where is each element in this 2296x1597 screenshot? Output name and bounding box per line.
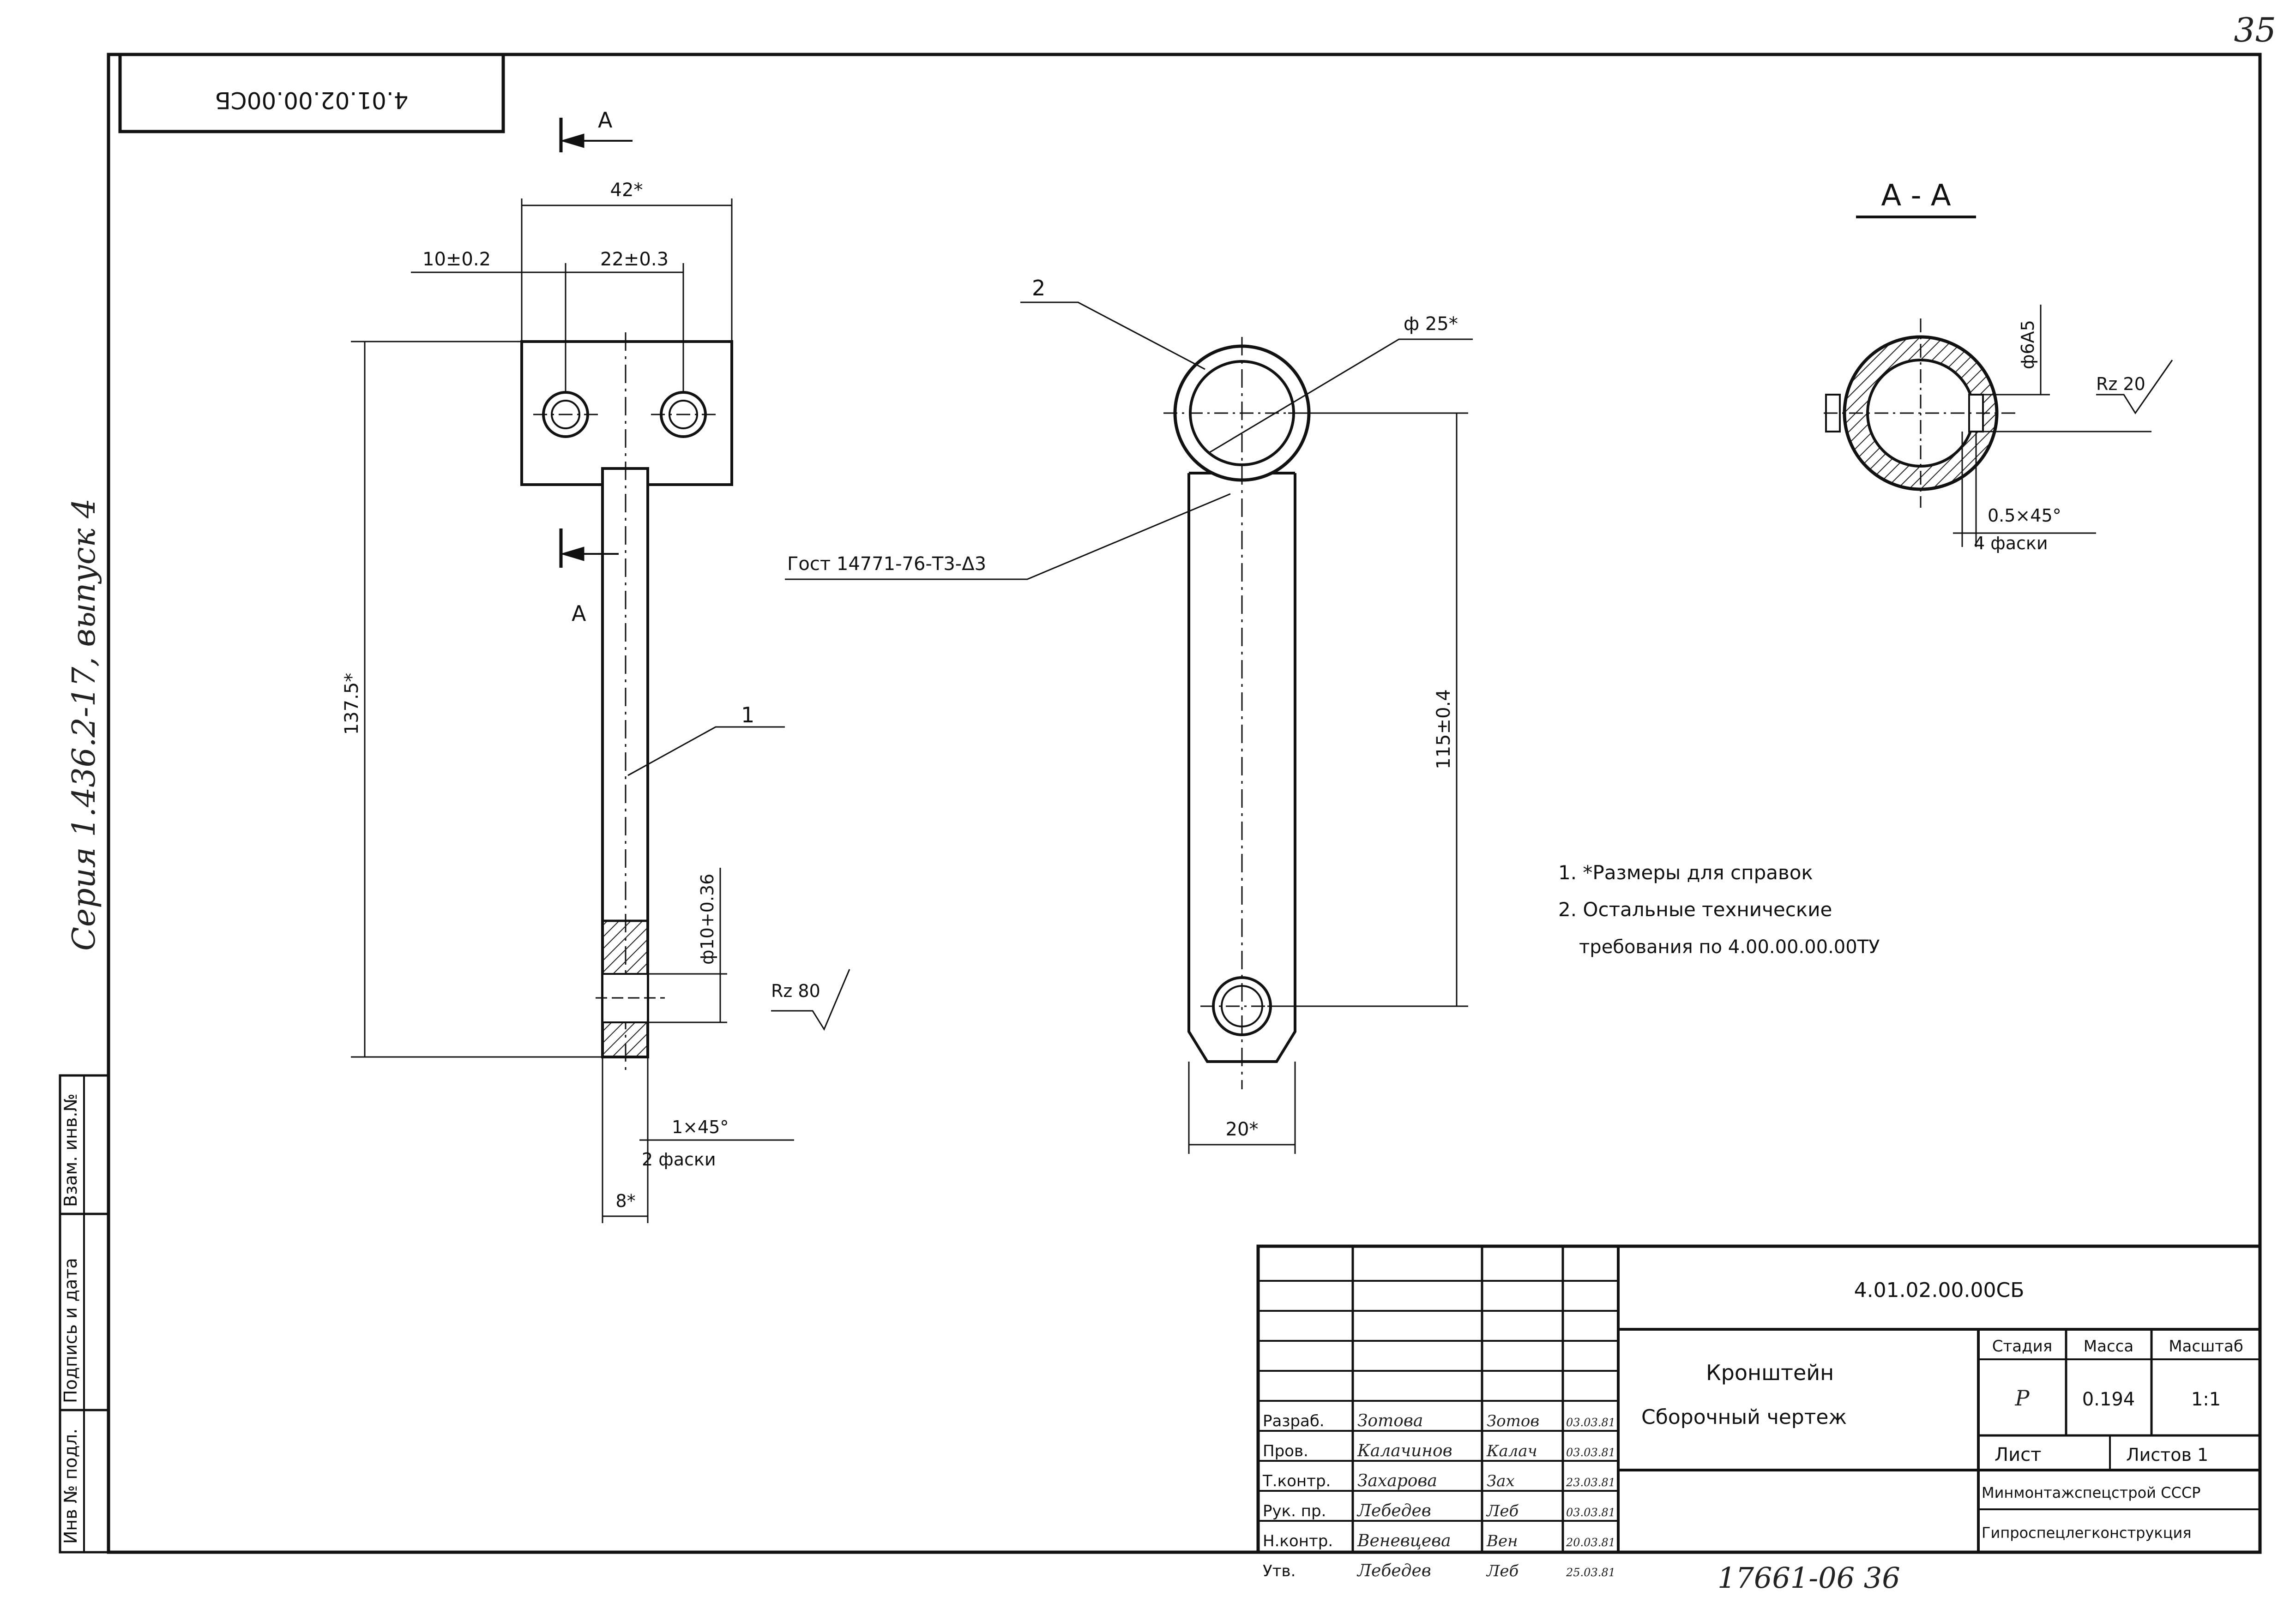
org-ministry: Минмонтажспецстрой СССР (1982, 1484, 2200, 1501)
signature-cell: Вен (1486, 1532, 1518, 1550)
dimension-labels: А А 42* 10±0.2 22±0.3 137.5* ф10+0.36 Rz… (341, 108, 2145, 1211)
surname-cell: Калачинов (1357, 1441, 1452, 1460)
designation: 4.01.02.00.00СБ (1854, 1279, 2025, 1302)
dim-chamfer-1: 1×45° (672, 1117, 729, 1137)
surname-cell: Захарова (1357, 1471, 1437, 1490)
corner-stamp: 4.01.02.00.00СБ (118, 54, 505, 133)
stage-header: Стадия (1992, 1337, 2052, 1356)
corner-stamp-text: 4.01.02.00.00СБ (215, 87, 408, 114)
date-cell: 03.03.81 (1566, 1416, 1615, 1429)
dim-center-115: 115±0.4 (1433, 689, 1454, 769)
date-cell: 25.03.81 (1566, 1566, 1615, 1579)
surname-cell: Лебедев (1356, 1561, 1431, 1580)
signature-cell: Леб (1486, 1562, 1519, 1580)
part-name: Кронштейн (1706, 1360, 1834, 1385)
role-cell: Рук. пр. (1263, 1502, 1326, 1520)
surname-cell: Лебедев (1356, 1501, 1431, 1520)
dim-thick-8: 8* (615, 1191, 635, 1211)
section-a-a-view (1824, 216, 2173, 547)
dim-chamfer-05b: 4 фаски (1974, 533, 2048, 553)
dim-rz20: Rz 20 (2096, 374, 2145, 394)
note-3: требования по 4.00.00.00.00ТУ (1579, 937, 1880, 958)
dim-hole-10: 10±0.2 (422, 249, 491, 270)
leader-part-1: 1 (741, 702, 754, 727)
section-title: А - А (1881, 179, 1951, 213)
date-cell: 03.03.81 (1566, 1446, 1615, 1459)
note-2: 2. Остальные технические (1558, 898, 1832, 921)
signature-cell: Калач (1486, 1442, 1537, 1460)
stage-value: Р (2015, 1386, 2030, 1411)
bracket-front-view (351, 118, 850, 1223)
role-cell: Т.контр. (1262, 1472, 1331, 1490)
role-cell: Разраб. (1263, 1412, 1325, 1430)
dim-hole-22: 22±0.3 (600, 249, 669, 270)
page-number: 35 (2234, 11, 2276, 49)
surname-cell: Веневцева (1357, 1531, 1451, 1550)
side-strip: Инв № подл. Подпись и дата Взам. инв.№ С… (59, 498, 110, 1554)
dim-width-42: 42* (610, 180, 643, 201)
dim-dia-25: ф 25* (1404, 313, 1458, 335)
surname-cell: Зотова (1357, 1411, 1423, 1430)
dim-chamfer-1b: 2 фаски (642, 1149, 716, 1170)
scale-value: 1:1 (2191, 1389, 2221, 1410)
signature-cell: Зах (1487, 1472, 1515, 1490)
role-cell: Пров. (1263, 1442, 1308, 1460)
scale-header: Масштаб (2169, 1337, 2243, 1356)
title-block-text: 4.01.02.00.00СБ Кронштейн Сборочный черт… (1262, 1279, 2243, 1580)
note-1: 1. *Размеры для справок (1558, 861, 1813, 884)
signature-cell: Зотов (1487, 1412, 1539, 1430)
date-cell: 23.03.81 (1566, 1476, 1615, 1489)
mass-value: 0.194 (2082, 1389, 2135, 1410)
org-institute: Гипроспецлегконструкция (1982, 1524, 2192, 1542)
leader-part-2: 2 (1032, 276, 1045, 300)
sheet-label: Лист (1995, 1444, 2041, 1465)
dim-length-137: 137.5* (341, 673, 362, 735)
side-cell-replace: Взам. инв.№ (60, 1093, 81, 1207)
date-cell: 20.03.81 (1566, 1536, 1615, 1549)
section-marker-bottom: А (572, 601, 586, 626)
gost-label: Гост 14771-76-Т3-Δ3 (787, 553, 986, 575)
dim-width-20: 20* (1226, 1119, 1259, 1140)
date-cell: 03.03.81 (1566, 1506, 1615, 1519)
dim-rz80: Rz 80 (771, 981, 820, 1001)
side-cell-sign: Подпись и дата (60, 1258, 81, 1403)
drawing-frame (107, 53, 2262, 1554)
section-marker-top: А (598, 108, 613, 132)
sheets-count: Листов 1 (2126, 1445, 2208, 1465)
mass-header: Масса (2084, 1337, 2133, 1356)
title-block (1256, 1244, 2262, 1554)
side-cell-inv: Инв № подл. (60, 1429, 81, 1544)
role-cell: Утв. (1263, 1562, 1296, 1580)
series-label: Серия 1.436.2-17, выпуск 4 (66, 498, 102, 951)
signature-cell: Леб (1486, 1502, 1519, 1520)
drawing-type: Сборочный чертеж (1641, 1405, 1847, 1429)
footer-code: 17661-06 36 (1717, 1561, 1900, 1595)
dim-bore-10: ф10+0.36 (697, 874, 717, 965)
technical-notes: 1. *Размеры для справок 2. Остальные тех… (1558, 861, 1880, 958)
bracket-side-view (785, 301, 1473, 1154)
dim-chamfer-05: 0.5×45° (1988, 505, 2061, 526)
role-cell: Н.контр. (1263, 1532, 1333, 1550)
dim-bore-6: ф6А5 (2018, 320, 2038, 369)
